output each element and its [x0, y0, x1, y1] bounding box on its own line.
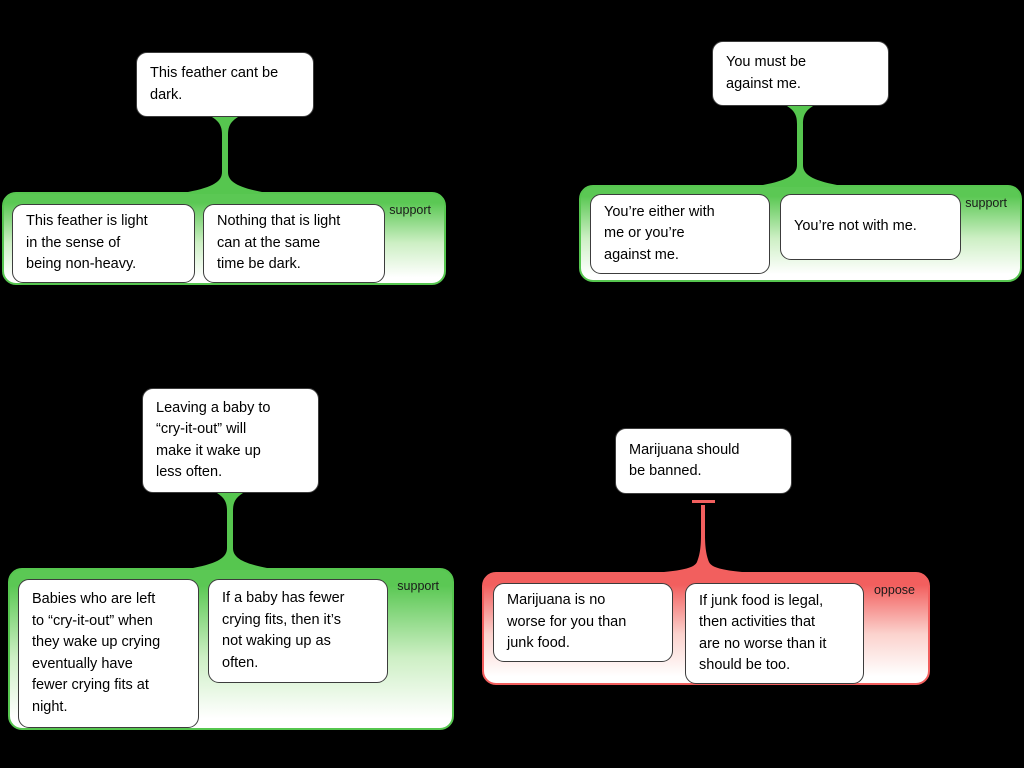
- premise-box[interactable]: This feather is light in the sense of be…: [12, 204, 195, 283]
- support-connector: [763, 106, 837, 185]
- oppose-connector: [664, 505, 742, 572]
- claim-box[interactable]: You must be against me.: [712, 41, 889, 106]
- premise-text: If junk food is legal, then activities t…: [699, 592, 827, 674]
- premise-box[interactable]: You’re not with me.: [780, 194, 961, 260]
- premise-box[interactable]: If junk food is legal, then activities t…: [685, 583, 864, 684]
- premise-text: Babies who are left to “cry-it-out” when…: [32, 591, 161, 715]
- premise-box[interactable]: You’re either with me or you’re against …: [590, 194, 770, 274]
- premise-box[interactable]: If a baby has fewer crying fits, then it…: [208, 579, 388, 683]
- premise-text: You’re not with me.: [794, 218, 917, 235]
- claim-box[interactable]: Marijuana should be banned.: [615, 428, 792, 494]
- premise-text: Marijuana is no worse for you than junk …: [507, 592, 627, 652]
- claim-text: This feather cant be dark.: [150, 65, 279, 103]
- group-relation-label: oppose: [873, 583, 915, 597]
- premise-text: If a baby has fewer crying fits, then it…: [222, 590, 345, 671]
- premise-text: You’re either with me or you’re against …: [604, 203, 715, 263]
- support-connector: [193, 493, 267, 568]
- group-relation-label: support: [389, 203, 431, 217]
- claim-text: You must be against me.: [726, 54, 807, 92]
- claim-box[interactable]: This feather cant be dark.: [136, 52, 314, 117]
- claim-text: Marijuana should be banned.: [629, 441, 740, 480]
- premise-box[interactable]: Babies who are left to “cry-it-out” when…: [18, 579, 199, 728]
- claim-box[interactable]: Leaving a baby to “cry-it-out” will make…: [142, 388, 319, 493]
- premise-text: This feather is light in the sense of be…: [26, 213, 148, 273]
- oppose-crossbar: [692, 500, 715, 503]
- claim-text: Leaving a baby to “cry-it-out” will make…: [156, 399, 271, 481]
- group-relation-label: support: [965, 196, 1007, 210]
- group-relation-label: support: [397, 579, 439, 593]
- premise-box[interactable]: Marijuana is no worse for you than junk …: [493, 583, 673, 662]
- premise-text: Nothing that is light can at the same ti…: [217, 213, 341, 273]
- support-connector: [188, 117, 262, 192]
- premise-box[interactable]: Nothing that is light can at the same ti…: [203, 204, 385, 283]
